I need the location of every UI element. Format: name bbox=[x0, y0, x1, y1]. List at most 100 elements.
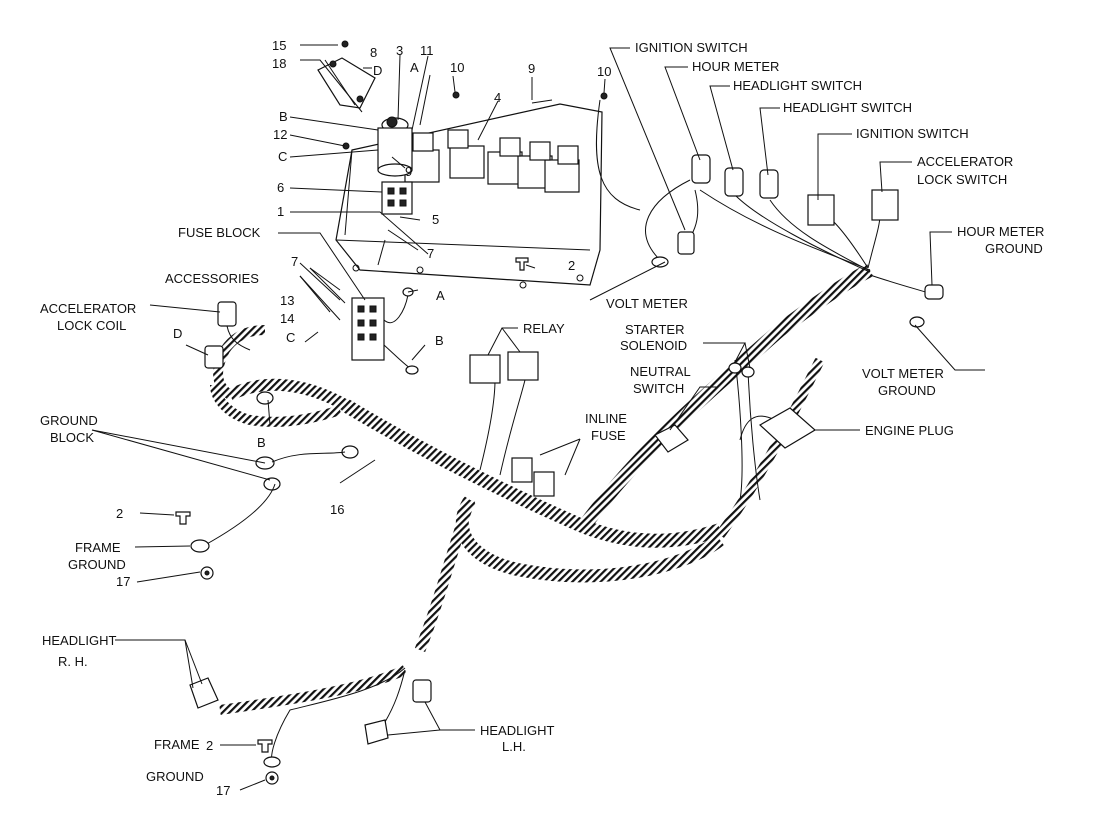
starter-solenoid-ring-1 bbox=[728, 362, 742, 374]
accelerator-lock-switch-connector bbox=[871, 189, 899, 221]
callout-2-frame2: 2 bbox=[206, 738, 213, 753]
coil-bracket bbox=[317, 40, 376, 109]
label-neutral-switch-2: SWITCH bbox=[633, 381, 684, 396]
volt-meter-ring bbox=[651, 256, 669, 268]
relay-bracket-2 bbox=[447, 129, 469, 149]
label-inline-fuse-1: INLINE bbox=[585, 411, 627, 426]
callout-15: 15 bbox=[272, 38, 286, 53]
callout-3: 3 bbox=[396, 43, 403, 58]
callout-10-a: 10 bbox=[450, 60, 464, 75]
label-headlight-lh-1: HEADLIGHT bbox=[480, 723, 554, 738]
panel-plate bbox=[335, 103, 603, 286]
callout-numbers: 15 8 18 D 3 11 A 10 9 10 4 B 12 C 9 6 5 … bbox=[116, 38, 611, 798]
fuse-block-assembly bbox=[351, 287, 419, 375]
relay-3 bbox=[487, 151, 523, 185]
callout-8: 8 bbox=[370, 45, 377, 60]
fasteners bbox=[175, 91, 608, 785]
label-accessories: ACCESSORIES bbox=[165, 271, 259, 286]
callout-d-top: D bbox=[373, 63, 382, 78]
accelerator-lock-coil bbox=[204, 301, 251, 369]
solenoid bbox=[377, 116, 413, 177]
callout-4: 4 bbox=[494, 90, 501, 105]
label-headlight-switch-1: HEADLIGHT SWITCH bbox=[733, 78, 862, 93]
callout-2-panel: 2 bbox=[568, 258, 575, 273]
callout-7-acc: 7 bbox=[291, 254, 298, 269]
callout-d-mid: D bbox=[173, 326, 182, 341]
callout-b-low: B bbox=[257, 435, 266, 450]
callout-1: 1 bbox=[277, 204, 284, 219]
harness-coil-loop bbox=[213, 325, 266, 400]
relay-connector-1 bbox=[469, 354, 501, 384]
harness-to-headlights bbox=[414, 498, 476, 653]
harness-branch-ground bbox=[210, 384, 342, 427]
inline-fuse-2 bbox=[533, 471, 555, 497]
switch-connectors bbox=[469, 154, 944, 497]
harness-branch-left bbox=[227, 378, 348, 411]
panel-fuse-block bbox=[381, 181, 413, 215]
headlight-lh-socket-1 bbox=[412, 679, 432, 703]
harness-main-lower bbox=[341, 398, 723, 548]
label-ignition-switch-1: IGNITION SWITCH bbox=[635, 40, 748, 55]
label-hour-meter-ground-2: GROUND bbox=[985, 241, 1043, 256]
label-frame-ground-2b: GROUND bbox=[146, 769, 204, 784]
label-headlight-rh-1: HEADLIGHT bbox=[42, 633, 116, 648]
neutral-switch-connector bbox=[654, 424, 689, 453]
label-frame-ground-1a: FRAME bbox=[75, 540, 121, 555]
screw-2-frame bbox=[175, 511, 191, 525]
callout-2-frame1: 2 bbox=[116, 506, 123, 521]
callout-c-mid: C bbox=[286, 330, 295, 345]
harness-to-rh-headlight bbox=[219, 665, 408, 715]
callout-a-top: A bbox=[410, 60, 419, 75]
label-hour-meter: HOUR METER bbox=[692, 59, 779, 74]
callout-b-top: B bbox=[279, 109, 288, 124]
relay-5 bbox=[544, 159, 580, 193]
callout-9-mid: 9 bbox=[405, 164, 412, 179]
callout-7-top: 7 bbox=[427, 246, 434, 261]
headlight-switch-connector-2 bbox=[759, 169, 779, 199]
volt-meter-ground-ring bbox=[909, 316, 925, 328]
callout-17-b: 17 bbox=[216, 783, 230, 798]
label-starter-solenoid-1: STARTER bbox=[625, 322, 684, 337]
headlight-lh-socket-2 bbox=[364, 719, 389, 745]
relay-2 bbox=[449, 145, 485, 179]
callout-12: 12 bbox=[273, 127, 287, 142]
hour-meter-ground-connector bbox=[924, 284, 944, 300]
relay-bracket-5 bbox=[557, 145, 579, 165]
label-starter-solenoid-2: SOLENOID bbox=[620, 338, 687, 353]
label-ground-block-1: GROUND bbox=[40, 413, 98, 428]
label-fuse-block: FUSE BLOCK bbox=[178, 225, 261, 240]
harness-to-solenoid bbox=[715, 357, 825, 538]
label-frame-ground-1b: GROUND bbox=[68, 557, 126, 572]
starter-solenoid-ring-2 bbox=[741, 366, 755, 378]
fuse-block-body bbox=[351, 297, 385, 361]
label-inline-fuse-2: FUSE bbox=[591, 428, 626, 443]
label-accelerator-lock-coil-2: LOCK COIL bbox=[57, 318, 126, 333]
label-accelerator-lock-switch-2: LOCK SWITCH bbox=[917, 172, 1007, 187]
label-engine-plug: ENGINE PLUG bbox=[865, 423, 954, 438]
label-frame-ground-2a: FRAME bbox=[154, 737, 200, 752]
callout-a-mid: A bbox=[436, 288, 445, 303]
callout-6: 6 bbox=[277, 180, 284, 195]
label-volt-meter-ground-2: GROUND bbox=[878, 383, 936, 398]
relay-panel bbox=[335, 103, 603, 289]
label-ignition-switch-2: IGNITION SWITCH bbox=[856, 126, 969, 141]
label-neutral-switch-1: NEUTRAL bbox=[630, 364, 691, 379]
label-headlight-rh-2: R. H. bbox=[58, 654, 88, 669]
ignition-switch-connector bbox=[807, 194, 835, 226]
label-headlight-lh-2: L.H. bbox=[502, 739, 526, 754]
headlight-rh-socket bbox=[189, 677, 219, 709]
label-ground-block-2: BLOCK bbox=[50, 430, 94, 445]
label-accelerator-lock-switch-1: ACCELERATOR bbox=[917, 154, 1013, 169]
leader-lines bbox=[91, 44, 985, 791]
relay-bank bbox=[404, 129, 580, 193]
relay-bracket-3 bbox=[499, 137, 521, 157]
callout-10-b: 10 bbox=[597, 64, 611, 79]
label-hour-meter-ground-1: HOUR METER bbox=[957, 224, 1044, 239]
headlight-switch-connector-1 bbox=[724, 167, 744, 197]
label-volt-meter-ground-1: VOLT METER bbox=[862, 366, 944, 381]
label-relay: RELAY bbox=[523, 321, 565, 336]
callout-c-top: C bbox=[278, 149, 287, 164]
harness-bundles bbox=[210, 263, 874, 715]
